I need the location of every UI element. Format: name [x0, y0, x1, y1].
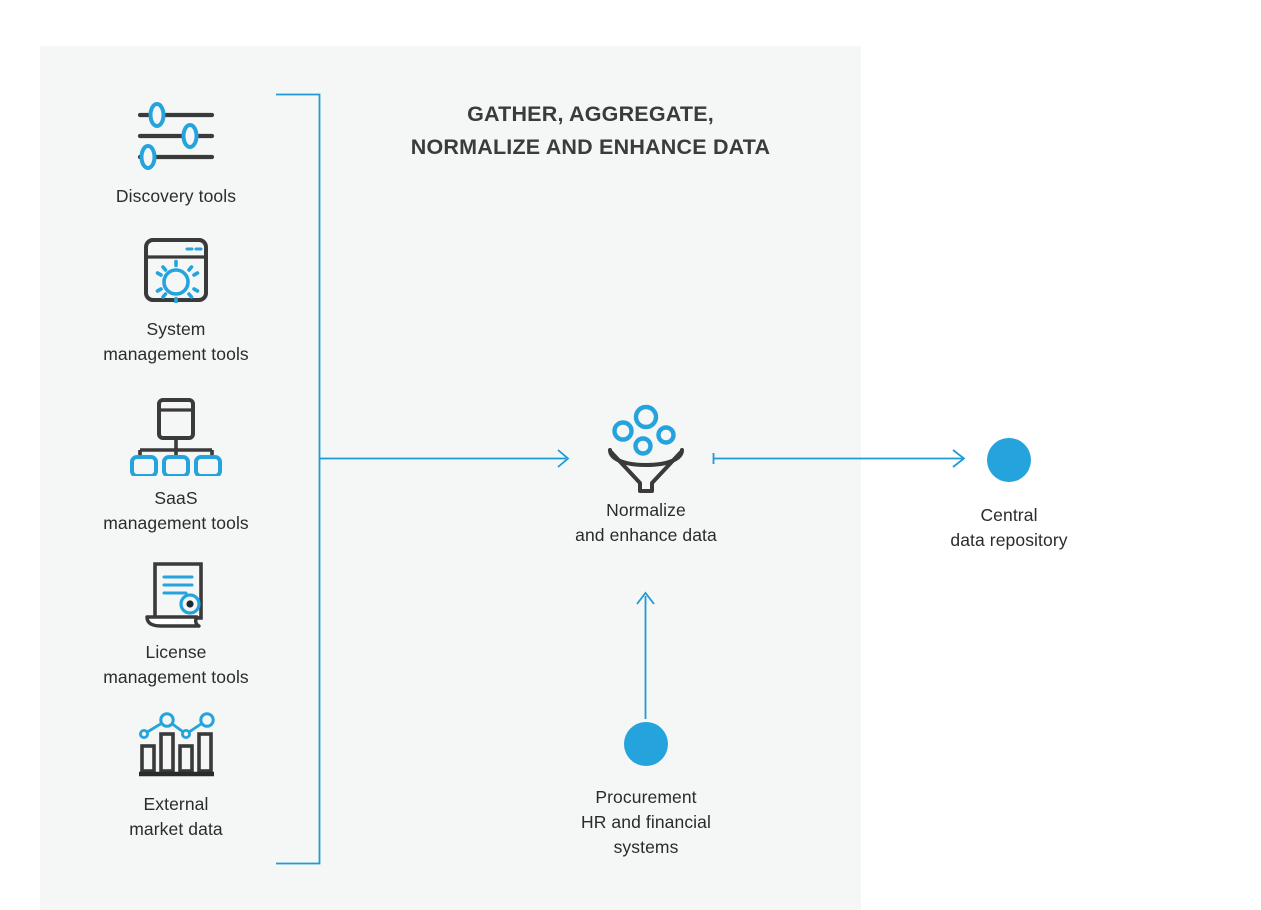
source-label-system-management-tools: System management tools — [103, 319, 249, 364]
source-node-external-market-data: External market data — [76, 712, 276, 842]
input-node-procurement: Procurement HR and financial systems — [546, 719, 746, 860]
blue-dot-node-procurement-icon — [546, 719, 746, 769]
source-label-saas-management-tools: SaaS management tools — [103, 488, 249, 533]
procurement-to-normalize-arrow — [636, 591, 655, 719]
sources-to-normalize-arrow — [320, 449, 570, 468]
output-label-central-repository: Central data repository — [950, 505, 1068, 550]
window-gear-icon — [76, 235, 276, 305]
process-label-normalize: Normalize and enhance data — [575, 500, 717, 545]
source-node-license-management-tools: License management tools — [76, 560, 276, 690]
process-node-normalize: Normalize and enhance data — [546, 398, 746, 548]
source-node-saas-management-tools: SaaS management tools — [76, 398, 276, 536]
bar-line-chart-icon — [76, 712, 276, 780]
input-label-procurement: Procurement HR and financial systems — [580, 787, 711, 857]
sliders-icon — [76, 96, 276, 172]
gather-panel — [40, 46, 861, 910]
certificate-seal-icon — [76, 560, 276, 628]
funnel-icon — [546, 398, 746, 494]
saas-hierarchy-icon — [76, 398, 276, 476]
output-node-central-repository: Central data repository — [909, 436, 1109, 553]
source-node-discovery-tools: Discovery tools — [76, 96, 276, 209]
source-label-license-management-tools: License management tools — [103, 642, 249, 687]
source-node-system-management-tools: System management tools — [76, 235, 276, 367]
source-label-discovery-tools: Discovery tools — [115, 186, 237, 206]
blue-dot-node-repository-icon — [909, 436, 1109, 484]
page-title: GATHER, AGGREGATE, NORMALIZE AND ENHANCE… — [410, 102, 771, 159]
sources-bracket — [276, 93, 321, 865]
normalize-to-repository-arrow — [712, 449, 966, 468]
source-label-external-market-data: External market data — [129, 794, 223, 839]
